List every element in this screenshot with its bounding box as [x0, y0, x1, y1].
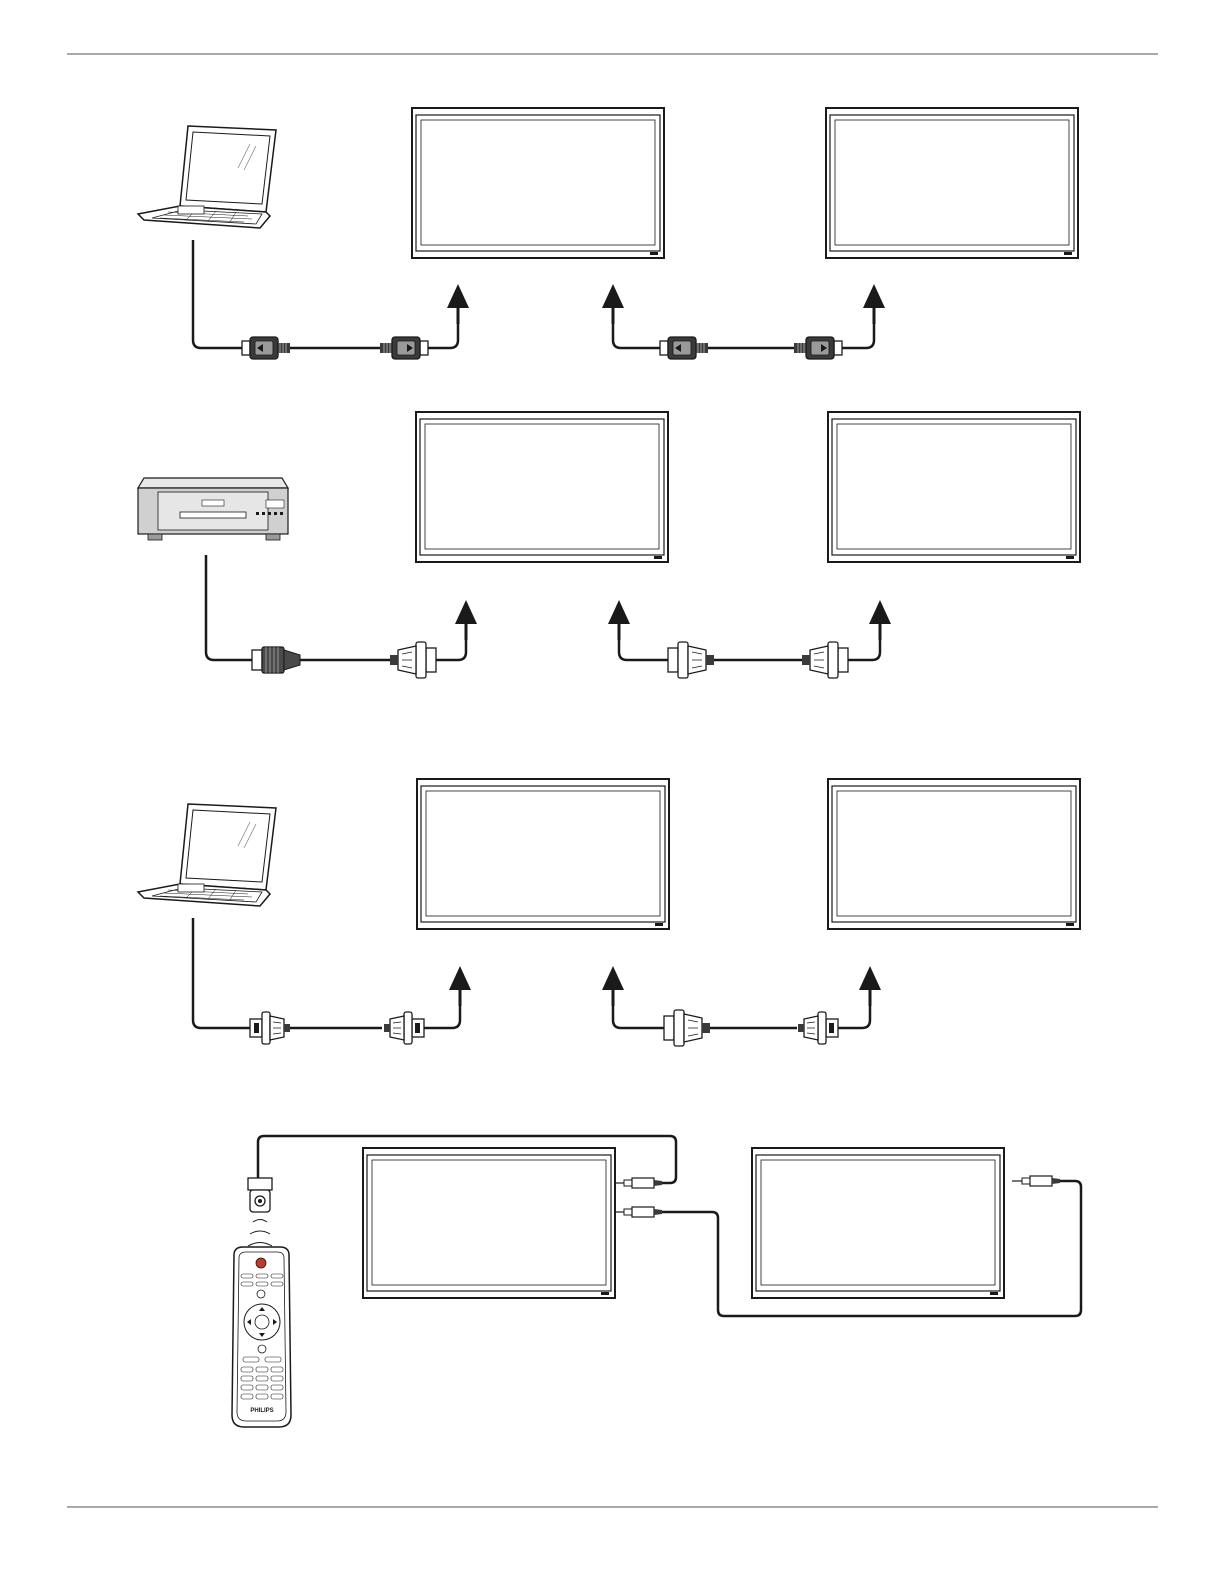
cable [838, 1000, 870, 1028]
cable [206, 555, 252, 660]
displayport-daisy-chain-diagram [138, 108, 1078, 359]
cable [848, 636, 880, 660]
monitor-2 [828, 412, 1080, 562]
audio-jack-plug [614, 1207, 662, 1217]
ir-receiver-icon [248, 1178, 272, 1212]
dvi-daisy-chain-diagram [138, 412, 1080, 678]
monitor-2 [828, 779, 1080, 929]
cable [619, 636, 668, 660]
monitor-1 [417, 779, 669, 929]
arrow-up-icon [863, 284, 885, 324]
dvi-plug [802, 642, 848, 678]
vga-plug [798, 1012, 838, 1044]
audio-jack-plug [614, 1178, 662, 1188]
dvi-plug [390, 642, 436, 678]
remote-brand-logo: PHILIPS [250, 1408, 273, 1414]
cable [193, 240, 242, 348]
cable [613, 320, 660, 348]
arrow-up-icon [859, 966, 881, 1006]
cable [424, 1000, 460, 1028]
arrow-up-icon [608, 600, 630, 640]
cable [436, 636, 466, 660]
vga-plug [384, 1012, 424, 1044]
monitor-2 [752, 1148, 1004, 1298]
cable [613, 1000, 664, 1028]
ir-daisy-chain-diagram: PHILIPS [232, 1136, 1081, 1427]
audio-jack-plug [1012, 1176, 1060, 1186]
cable [193, 918, 250, 1028]
cable [842, 320, 874, 348]
arrow-up-icon [449, 966, 471, 1006]
monitor-1 [416, 412, 668, 562]
laptop-icon [138, 804, 276, 906]
displayport-plug [794, 337, 842, 359]
arrow-up-icon [447, 284, 469, 324]
arrow-up-icon [869, 600, 891, 640]
displayport-plug [380, 337, 428, 359]
displayport-plug [242, 337, 290, 359]
arrow-up-icon [455, 600, 477, 640]
dvi-plug [668, 642, 714, 678]
remote-control-icon: PHILIPS [232, 1247, 291, 1427]
vga-daisy-chain-diagram [138, 779, 1080, 1046]
ir-signal-icon [248, 1220, 272, 1247]
vga-plug [664, 1010, 710, 1046]
arrow-up-icon [602, 966, 624, 1006]
laptop-icon [138, 126, 276, 228]
monitor-2 [826, 108, 1078, 258]
displayport-plug [660, 337, 708, 359]
dvd-player-icon [138, 478, 288, 540]
cable [428, 320, 458, 348]
arrow-up-icon [602, 284, 624, 324]
monitor-1 [363, 1148, 615, 1298]
hdmi-plug [252, 647, 300, 673]
vga-plug [250, 1012, 290, 1044]
monitor-1 [412, 108, 664, 258]
